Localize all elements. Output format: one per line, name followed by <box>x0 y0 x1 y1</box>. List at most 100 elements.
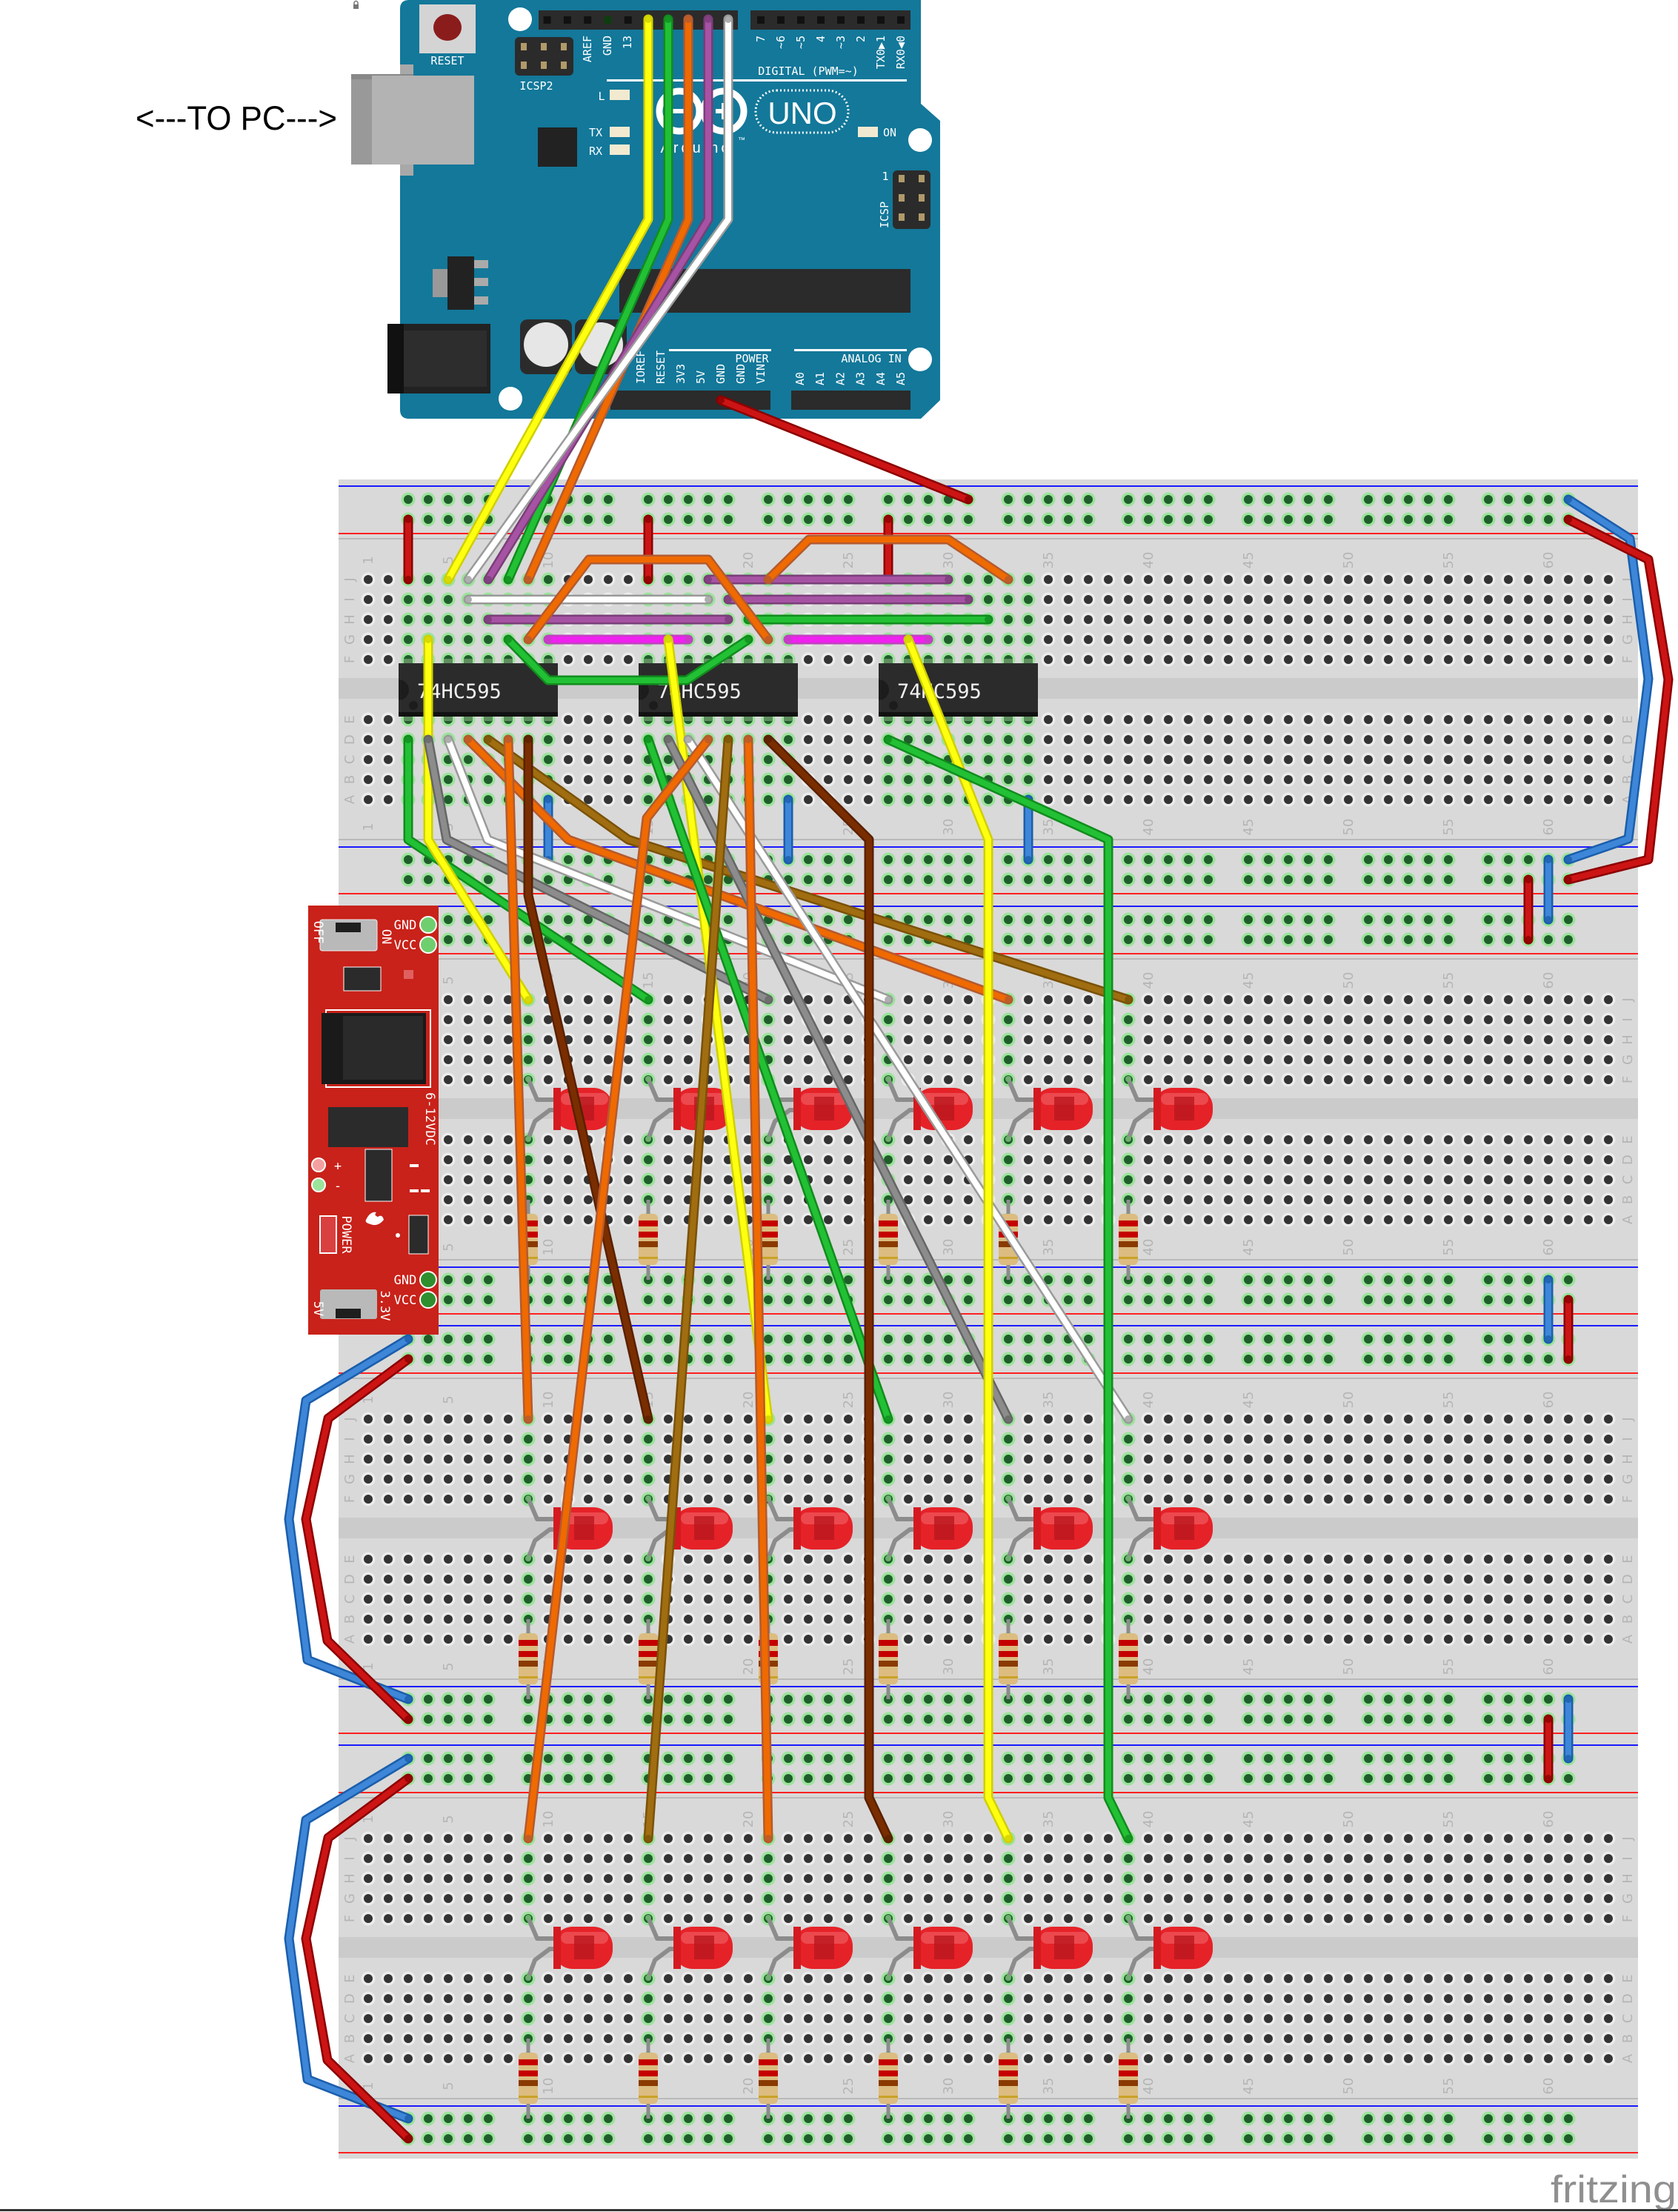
breadboard-hole-center <box>464 635 473 644</box>
power-rail-hole-center <box>1304 915 1313 924</box>
breadboard-hole-center <box>1404 1075 1413 1084</box>
breadboard-hole-center <box>1244 1035 1253 1044</box>
power-rail-hole-center <box>1044 1695 1053 1704</box>
breadboard-hole-center <box>1344 655 1353 664</box>
breadboard-hole-center <box>1024 1615 1033 1624</box>
power-rail-hole-center <box>924 855 933 864</box>
breadboard-hole-center <box>484 635 493 644</box>
breadboard-hole-center <box>624 1155 633 1164</box>
breadboard-hole-center <box>664 1075 673 1084</box>
breadboard-hole-center <box>704 1575 713 1584</box>
power-rail-hole-center <box>1524 855 1533 864</box>
breadboard-hole-center <box>1204 575 1213 584</box>
breadboard-hole-center <box>904 1015 913 1024</box>
power-rail-hole-center <box>1024 515 1033 524</box>
breadboard-hole-center <box>464 1455 473 1464</box>
breadboard-hole-center <box>1404 775 1413 784</box>
breadboard-hole-center <box>1544 775 1553 784</box>
breadboard-hole-center <box>804 655 813 664</box>
power-rail-hole-center <box>604 935 613 944</box>
breadboard-hole-center <box>1184 1495 1193 1504</box>
breadboard-hole-center <box>1544 1435 1553 1444</box>
breadboard-hole-center <box>784 1595 793 1604</box>
power-rail-hole-center <box>1164 1695 1173 1704</box>
breadboard-hole-center <box>644 1175 653 1184</box>
breadboard-hole-center <box>1324 655 1333 664</box>
breadboard-hole-center <box>1604 1035 1613 1044</box>
power-rail-hole-center <box>1424 1275 1433 1284</box>
breadboard-hole-center <box>484 1555 493 1564</box>
breadboard-hole-center <box>1044 755 1053 764</box>
power-rail-hole-center <box>1144 515 1153 524</box>
breadboard-hole-center <box>1144 1195 1153 1204</box>
breadboard-hole-center <box>1484 595 1493 604</box>
row-label: E <box>342 1555 358 1563</box>
breadboard-hole-center <box>1424 1035 1433 1044</box>
breadboard-hole-center <box>424 1435 433 1444</box>
breadboard-hole-center <box>624 1455 633 1464</box>
breadboard-hole-center <box>1384 595 1393 604</box>
breadboard-hole-center <box>624 1195 633 1204</box>
breadboard-hole-center <box>1284 1075 1293 1084</box>
breadboard-hole-center <box>1604 1075 1613 1084</box>
breadboard-hole-center <box>1564 635 1573 644</box>
breadboard-hole-center <box>1164 575 1173 584</box>
breadboard-hole-center <box>1284 715 1293 724</box>
breadboard-hole-center <box>1384 1475 1393 1484</box>
breadboard-hole-center <box>1004 1455 1013 1464</box>
power-rail-hole-center <box>1404 1275 1413 1284</box>
breadboard-hole-center <box>1124 655 1133 664</box>
breadboard-hole-center <box>1504 735 1513 744</box>
breadboard-hole-center <box>1364 655 1373 664</box>
power-rail-hole-center <box>1184 495 1193 504</box>
power-rail-hole-center <box>1164 1335 1173 1344</box>
breadboard-hole-center <box>844 1575 853 1584</box>
breadboard-hole-center <box>1344 1215 1353 1224</box>
breadboard-hole-center <box>804 1595 813 1604</box>
breadboard-hole-center <box>824 995 833 1004</box>
breadboard-hole-center <box>1504 775 1513 784</box>
breadboard-hole-center <box>1524 1555 1533 1564</box>
breadboard-hole-center <box>444 1615 453 1624</box>
breadboard-hole-center <box>1064 1015 1073 1024</box>
rail-divider <box>339 538 1638 539</box>
breadboard-hole-center <box>504 1595 513 1604</box>
breadboard-hole-center <box>1344 735 1353 744</box>
breadboard-hole-center <box>384 1595 393 1604</box>
breadboard-hole-center <box>1404 575 1413 584</box>
power-rail-hole-center <box>1184 915 1193 924</box>
breadboard-hole-center <box>1004 595 1013 604</box>
breadboard-hole-center <box>1504 655 1513 664</box>
power-rail-hole-center <box>684 935 693 944</box>
breadboard-hole-center <box>1284 575 1293 584</box>
power-rail-hole-center <box>1524 495 1533 504</box>
breadboard-hole-center <box>1244 715 1253 724</box>
breadboard-hole-center <box>1104 715 1113 724</box>
breadboard-hole-center <box>484 1615 493 1624</box>
breadboard-hole-center <box>504 1495 513 1504</box>
breadboard-hole-center <box>1324 1135 1333 1144</box>
breadboard-hole-center <box>424 1455 433 1464</box>
breadboard-hole-center <box>1584 1035 1593 1044</box>
breadboard-hole-center <box>604 775 613 784</box>
breadboard-hole-center <box>1444 635 1453 644</box>
breadboard-hole-center <box>364 595 373 604</box>
breadboard-hole-center <box>424 1495 433 1504</box>
breadboard-hole-center <box>1464 635 1473 644</box>
breadboard-hole-center <box>1064 655 1073 664</box>
power-rail-hole-center <box>684 515 693 524</box>
breadboard-hole-center <box>1244 775 1253 784</box>
power-rail-hole-center <box>464 1695 473 1704</box>
breadboard-hole-center <box>1044 1455 1053 1464</box>
power-rail-hole-center <box>544 1355 553 1364</box>
breadboard-hole-center <box>924 1135 933 1144</box>
power-rail-hole-center <box>1524 1335 1533 1344</box>
breadboard-hole-center <box>1324 1175 1333 1184</box>
breadboard-hole-center <box>984 575 993 584</box>
power-rail-hole-center <box>964 1295 973 1304</box>
breadboard-hole-center <box>844 1195 853 1204</box>
breadboard-hole-center <box>1584 1595 1593 1604</box>
breadboard-hole-center <box>1604 1595 1613 1604</box>
breadboard-hole-center <box>604 1595 613 1604</box>
breadboard-hole-center <box>1404 1015 1413 1024</box>
